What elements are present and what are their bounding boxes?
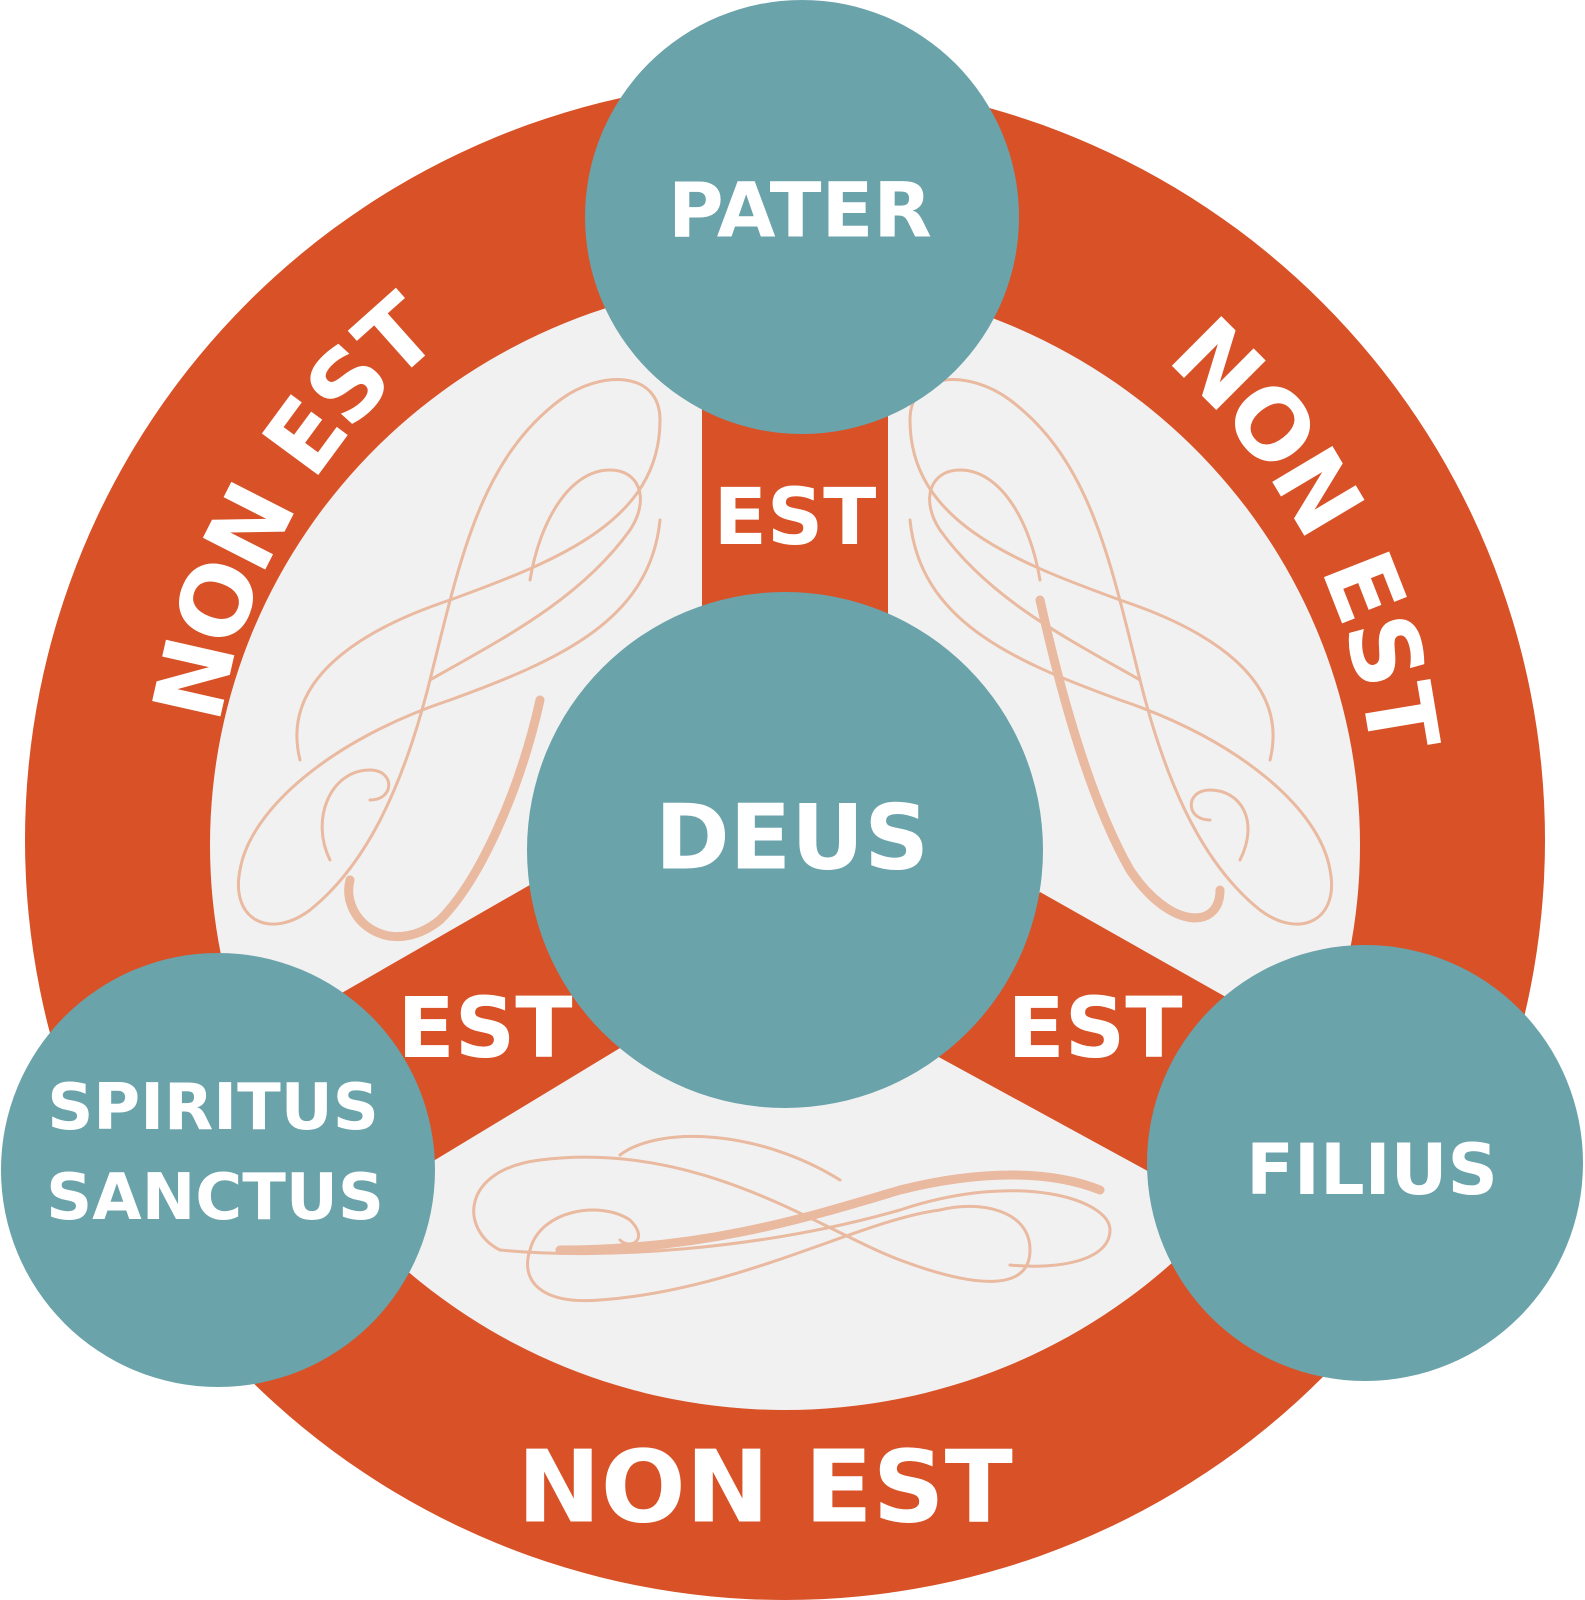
est-label-right: EST <box>1007 979 1182 1077</box>
node-label-pater: PATER <box>668 166 932 255</box>
node-label-sanctus: SANCTUS <box>46 1161 384 1235</box>
node-label-deus: DEUS <box>655 786 929 891</box>
node-label-filius: FILIUS <box>1246 1129 1498 1211</box>
non-est-label-bottom: NON EST <box>517 1429 1013 1546</box>
est-label-left: EST <box>397 979 572 1077</box>
node-label-spiritus: SPIRITUS <box>47 1071 379 1145</box>
est-label-top: EST <box>714 473 877 563</box>
